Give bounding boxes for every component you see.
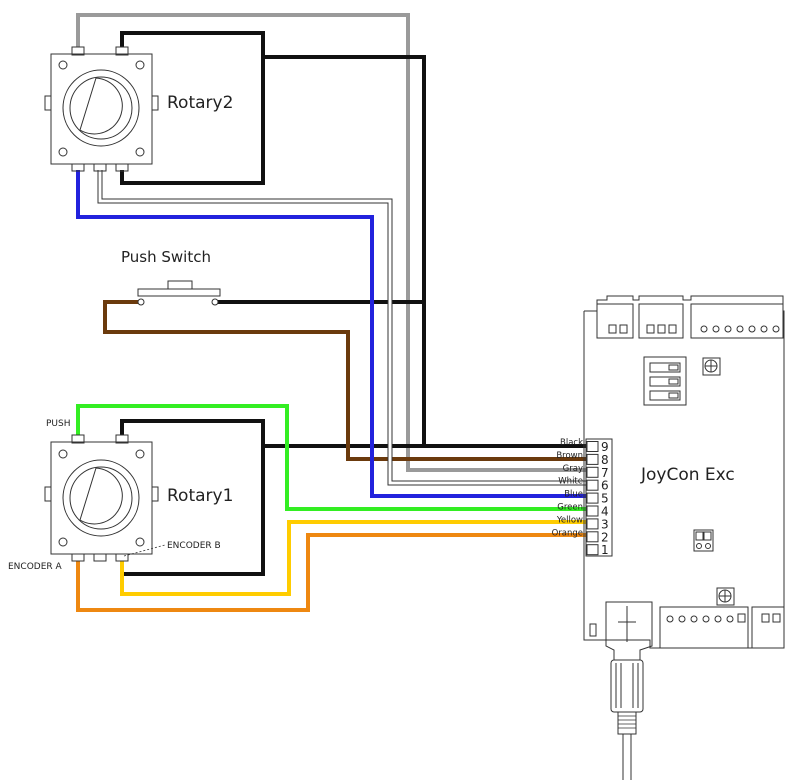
wire-label-blue: Blue [564,490,583,500]
push-pin-label: PUSH [46,419,71,429]
encoder-b-label: ENCODER B [167,541,221,551]
rotary2-encoder [44,46,159,172]
wire-label-orange: Orange [552,528,583,538]
wire-label-gray: Gray [563,464,583,474]
terminal-pin-7 [586,466,599,478]
terminal-pin-8 [586,453,599,465]
terminal-pin-number: 3 [601,517,609,531]
terminal-pin-9 [586,441,599,452]
wire-label-yellow: Yellow [556,515,583,525]
push-switch [137,280,221,306]
terminal-pin-4 [586,505,599,517]
terminal-pin-1 [586,544,599,556]
wire-gray [76,13,586,472]
terminal-pin-2 [586,531,599,543]
terminal-pin-number: 8 [601,453,609,467]
terminal-pin-number: 9 [601,440,609,454]
encoder-a-label: ENCODER A [8,562,63,572]
wire-label-green: Green [557,503,583,513]
wire-green [76,404,586,511]
push-switch-label: Push Switch [121,248,211,266]
wire-label-white: White [558,477,583,487]
terminal-pin-number: 7 [601,466,609,480]
encoder-b-leader [123,544,166,557]
wire-label-black: Black [560,438,583,448]
terminal-pin-number: 5 [601,492,609,506]
terminal-pins: 9 Black 8 Brown 7 Gray 6 White 5 Blue 4 Green 3 Yello… [552,438,609,557]
terminal-pin-3 [586,518,599,530]
terminal-pin-6 [586,479,599,491]
rotary1-label: Rotary1 [167,486,233,506]
wire-white [98,170,586,485]
wire-black-rotary2-top [120,31,265,185]
wire-blue [76,170,586,498]
joycon-label: JoyCon Exc [640,465,735,485]
wire-black [263,55,586,448]
joycon-board [583,295,785,780]
rotary1-encoder [44,434,159,562]
terminal-pin-number: 2 [601,530,609,544]
terminal-pin-number: 1 [601,543,609,557]
terminal-pin-number: 6 [601,479,609,493]
wire-yellow [120,520,586,596]
terminal-pin-5 [586,492,599,504]
rotary2-label: Rotary2 [167,93,233,113]
wire-label-brown: Brown [556,451,583,461]
wire-brown [103,300,586,461]
terminal-pin-number: 4 [601,505,609,519]
wire-orange [76,533,586,612]
